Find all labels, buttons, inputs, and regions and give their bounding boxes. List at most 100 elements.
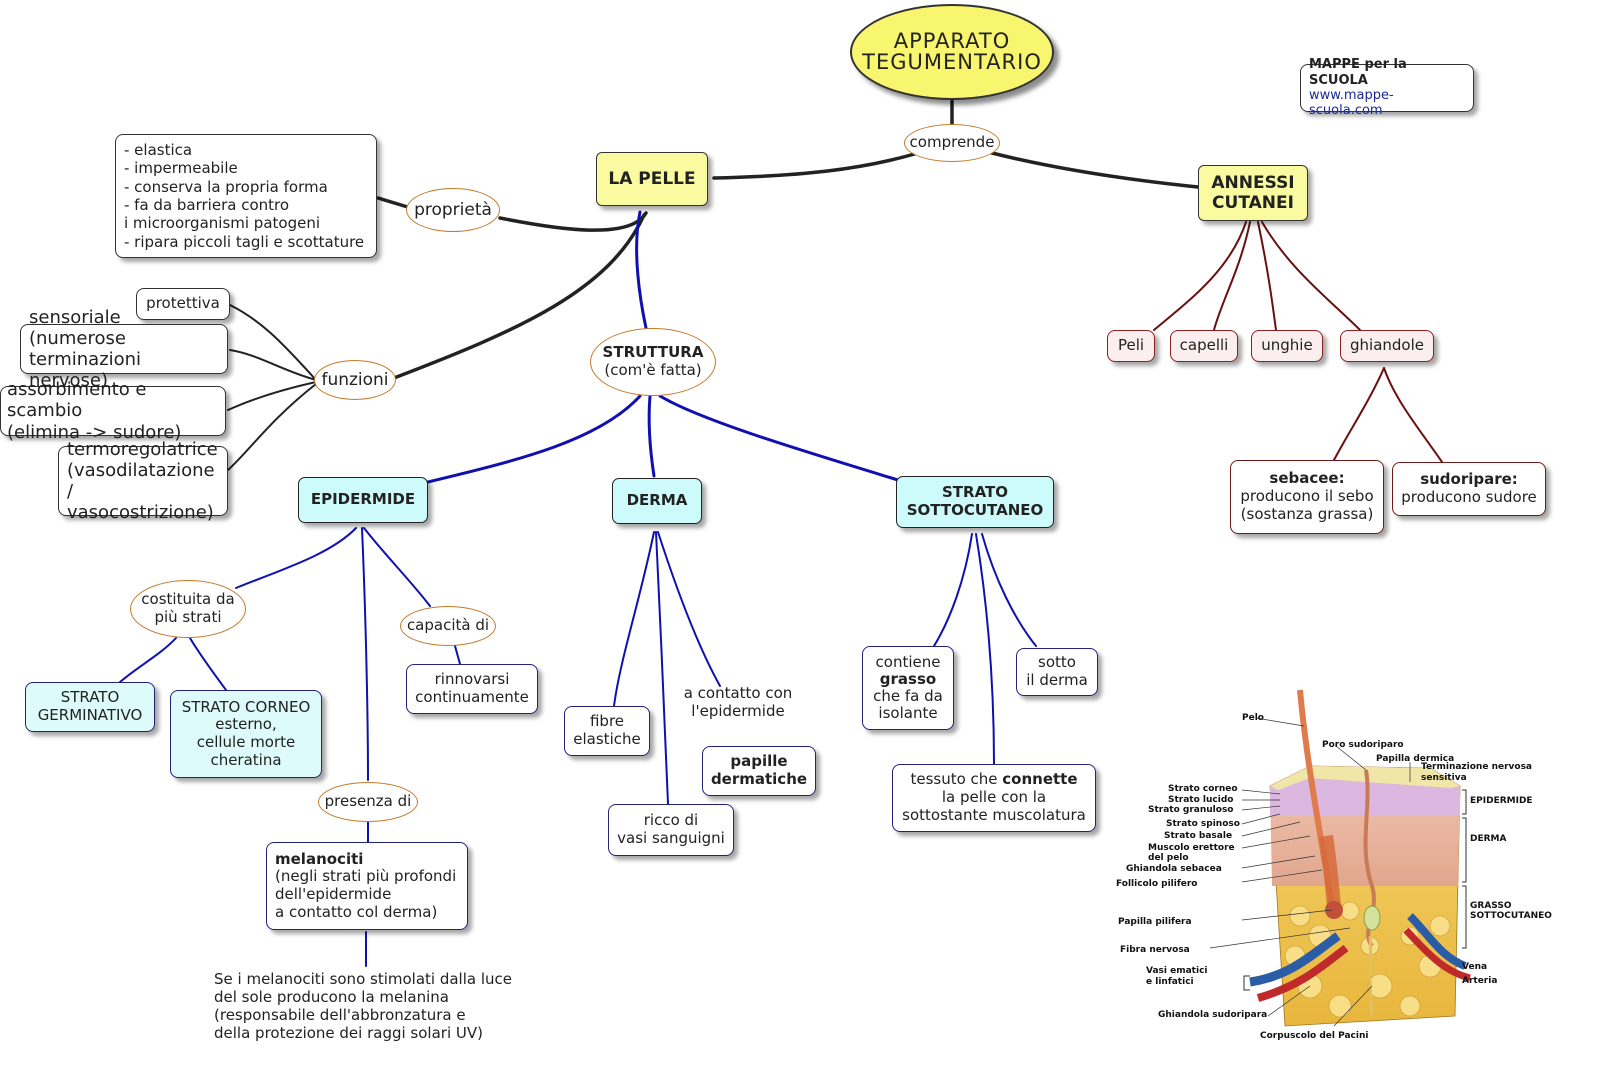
anat-label-strato-basale: Strato basale: [1164, 831, 1232, 841]
link-label-funzioni: funzioni: [314, 360, 396, 400]
proprieta-item: - fa da barriera contro: [124, 196, 290, 214]
melanociti-line: dell'epidermide: [275, 885, 392, 903]
anat-label-derma: DERMA: [1470, 834, 1507, 844]
sottocutaneo-line: SOTTOCUTANEO: [906, 501, 1044, 519]
credit-box[interactable]: MAPPE per la SCUOLA www.mappe-scuola.com: [1300, 57, 1474, 118]
anat-label-poro: Poro sudoriparo: [1322, 740, 1404, 750]
struttura-title: STRUTTURA: [602, 343, 704, 362]
node-strato-corneo[interactable]: STRATO CORNEO esterno, cellule morte che…: [170, 690, 322, 778]
link-annessi-ghiandole: [1261, 221, 1361, 331]
struttura-sub: (com'è fatta): [604, 361, 702, 379]
title-line-2: TEGUMENTARIO: [862, 50, 1042, 74]
tessuto-line-1: tessuto che connette: [910, 771, 1077, 789]
link-label-comprende: comprende: [904, 124, 1000, 162]
title-oval[interactable]: APPARATO TEGUMENTARIO: [850, 4, 1054, 100]
link-annessi-peli: [1153, 221, 1247, 331]
anat-label-fibra-nervosa: Fibra nervosa: [1120, 945, 1190, 955]
funzioni-text: funzioni: [321, 369, 389, 390]
credit-url[interactable]: www.mappe-scuola.com: [1309, 88, 1394, 119]
proprieta-item: - impermeabile: [124, 159, 238, 178]
node-protettiva[interactable]: protettiva: [136, 288, 230, 320]
node-la-pelle[interactable]: LA PELLE: [596, 152, 708, 206]
node-vasi-sanguigni[interactable]: ricco di vasi sanguigni: [608, 804, 734, 856]
vasi-line: vasi sanguigni: [617, 829, 725, 847]
node-sudoripare[interactable]: sudoripare: producono sudore: [1392, 462, 1546, 516]
anat-label-terminazione: Terminazione nervosa: [1421, 762, 1532, 772]
node-annessi-cutanei[interactable]: ANNESSI CUTANEI: [1198, 165, 1308, 221]
termo-line: termoregolatrice: [67, 438, 218, 460]
link-sotto-grasso: [933, 533, 973, 647]
node-strato-sottocutaneo[interactable]: STRATO SOTTOCUTANEO: [896, 476, 1054, 528]
tessuto-line: la pelle con la: [941, 788, 1047, 807]
node-rinnovarsi[interactable]: rinnovarsi continuamente: [406, 664, 538, 714]
node-derma[interactable]: DERMA: [612, 478, 702, 524]
node-grasso[interactable]: contiene grasso che fa da isolante: [862, 646, 954, 730]
link-annessi-capelli: [1213, 221, 1251, 331]
vasi-line: ricco di: [643, 811, 699, 830]
termo-line: (vasodilatazione /: [67, 459, 215, 502]
note-line: della protezione dei raggi solari UV): [214, 1024, 483, 1042]
anat-label-linfatici: e linfatici: [1146, 977, 1194, 987]
link-derma-vasi: [655, 531, 669, 805]
unghie-label: unghie: [1261, 336, 1313, 355]
link-struttura-sottocutaneo: [658, 394, 900, 482]
link-label-costituita: costituita da più strati: [130, 580, 246, 638]
anat-label-follicolo: Follicolo pilifero: [1116, 879, 1197, 889]
anat-label-arteria: Arteria: [1462, 976, 1497, 986]
anat-label-strato-spinoso: Strato spinoso: [1166, 819, 1240, 829]
melanociti-line: (negli strati più profondi: [275, 867, 457, 886]
sotto-line: sotto: [1038, 653, 1076, 672]
melanina-note: Se i melanociti sono stimolati dalla luc…: [214, 970, 534, 1042]
annessi-item-unghie[interactable]: unghie: [1251, 330, 1323, 362]
annessi-item-peli[interactable]: Peli: [1107, 330, 1155, 362]
node-sotto-il-derma[interactable]: sotto il derma: [1016, 648, 1098, 696]
annessi-item-ghiandole[interactable]: ghiandole: [1340, 330, 1434, 362]
node-sebacee[interactable]: sebacee: producono il sebo (sostanza gra…: [1230, 460, 1384, 534]
link-annessi-unghie: [1257, 221, 1277, 331]
node-assorbimento[interactable]: assorbimento e scambio (elimina -> sudor…: [0, 379, 226, 443]
node-fibre-elastiche[interactable]: fibre elastiche: [564, 706, 650, 756]
node-epidermide[interactable]: EPIDERMIDE: [298, 477, 428, 523]
link-capacita-rinnovarsi: [454, 645, 461, 665]
link-epid-presenza: [361, 527, 369, 781]
germinativo-line: STRATO: [60, 688, 120, 707]
comprende-text: comprende: [909, 133, 995, 152]
annessi-item-capelli[interactable]: capelli: [1170, 330, 1238, 362]
anat-label-vasi-ematici: Vasi ematici: [1146, 966, 1207, 976]
proprieta-item: - elastica: [124, 141, 193, 160]
sottocutaneo-line: STRATO: [941, 483, 1008, 502]
node-termoregolatrice[interactable]: termoregolatrice (vasodilatazione / vaso…: [58, 439, 228, 523]
rinnovarsi-line: continuamente: [415, 688, 529, 706]
link-funzioni-assorbimento: [227, 381, 317, 411]
grasso-line: che fa da: [873, 687, 943, 705]
link-epid-capacita: [363, 527, 431, 607]
link-comprende-annessi: [990, 151, 1200, 189]
anat-label-ghiandola-sudoripara: Ghiandola sudoripara: [1158, 1010, 1267, 1020]
capacita-text: capacità di: [406, 616, 490, 635]
proprieta-item: i microorganismi patogeni: [124, 214, 321, 233]
papille-line: dermatiche: [710, 770, 808, 788]
anat-label-strato-corneo: Strato corneo: [1168, 784, 1238, 794]
node-papille-dermatiche[interactable]: papille dermatiche: [702, 746, 816, 796]
title-line-1: APPARATO: [893, 29, 1011, 53]
link-ghiandole-sebacee: [1333, 367, 1385, 461]
melanociti-line: a contatto col derma): [275, 902, 438, 921]
tessuto-bold: connette: [1002, 770, 1078, 789]
costituita-line: più strati: [154, 608, 222, 626]
anat-label-ghiandola-sebacea: Ghiandola sebacea: [1126, 864, 1222, 874]
node-sensoriale[interactable]: sensoriale (numerose terminazioni nervos…: [20, 307, 228, 391]
link-funzioni-termo: [227, 383, 317, 471]
proprieta-list-box[interactable]: - elastica - impermeabile - conserva la …: [115, 134, 377, 258]
corneo-line: STRATO CORNEO: [181, 697, 311, 716]
link-label-proprieta: proprietà: [406, 188, 500, 232]
node-melanociti[interactable]: melanociti (negli strati più profondi de…: [266, 842, 468, 930]
papille-line: papille: [730, 752, 788, 771]
anat-label-strato-granuloso: Strato granuloso: [1148, 805, 1234, 815]
assorbimento-line: assorbimento e scambio: [7, 379, 147, 422]
node-struttura[interactable]: STRUTTURA (com'è fatta): [590, 328, 716, 396]
node-strato-germinativo[interactable]: STRATO GERMINATIVO: [25, 682, 155, 732]
derma-label: DERMA: [626, 491, 688, 510]
derma-contatto-label: a contatto con l'epidermide: [670, 684, 806, 720]
node-tessuto-connette[interactable]: tessuto che connette la pelle con la sot…: [892, 764, 1096, 832]
link-funzioni-sensoriale: [229, 349, 317, 381]
